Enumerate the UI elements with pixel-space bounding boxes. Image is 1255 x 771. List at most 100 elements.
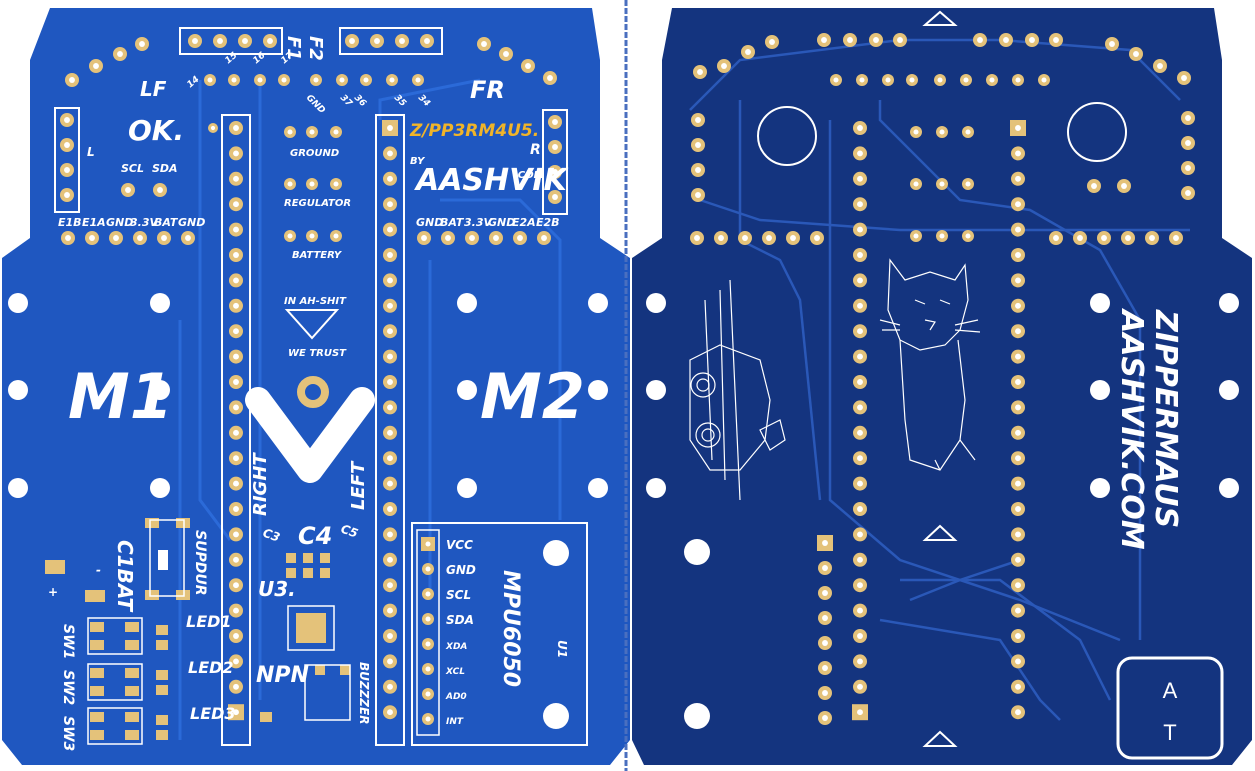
back-header-pad-hole (857, 328, 863, 335)
header-pad-right-hole (233, 506, 239, 512)
back-top-pad-hole (847, 37, 853, 43)
fr-pad-hole (481, 41, 487, 47)
back-header-pad-hole (857, 150, 863, 157)
back-brand-line2: ZIPPERMAUS (1148, 309, 1183, 528)
mpu-pin-label: SCL (446, 588, 471, 602)
back-pads (690, 33, 1195, 725)
bl-pin-label: GND (106, 216, 133, 229)
com-label: .COM (514, 170, 544, 181)
back-l-pad-hole (695, 117, 701, 123)
back-l-pad-hole (695, 167, 701, 173)
back-brand-line1: AASHVIK.COM (1114, 308, 1149, 550)
u3-label: U3. (258, 577, 296, 601)
back-top-pad-hole (1181, 75, 1187, 81)
back-mpu-pad-hole (822, 665, 828, 671)
box-a: A (1163, 678, 1178, 703)
scl-label: SCL (121, 162, 144, 175)
mpu-pad-hole (425, 716, 431, 722)
back-top-pad-hole (1003, 37, 1009, 43)
back-header-pad-hole (1015, 531, 1021, 538)
bl-pad-hole (89, 235, 95, 241)
left-header-label: LEFT (348, 460, 369, 510)
back-top-pad-hole (697, 69, 703, 75)
led-label: LED3 (190, 704, 236, 723)
sw-label: SW2 (60, 670, 76, 705)
sw-label: SW3 (60, 716, 76, 751)
motto-bottom: WE TRUST (288, 348, 347, 359)
back-header-pad-hole (1015, 556, 1021, 563)
back-header-pad-hole (1015, 455, 1021, 462)
back-top-row-pad-hole (885, 77, 891, 83)
back-top-pad-hole (873, 37, 879, 43)
supdur-label: SUPDUR (192, 530, 208, 595)
back-br-pad-hole (1149, 235, 1155, 241)
top-header-pad-hole (242, 38, 248, 44)
back-r-pad-hole (1185, 115, 1191, 121)
back-top-pad-hole (721, 63, 727, 69)
back-top-pad-hole (1053, 37, 1059, 43)
front-right-label: FR (470, 76, 505, 104)
back-mpu-pad-hole (822, 690, 828, 696)
back-header-pad-hole (857, 175, 863, 182)
led-label: LED1 (186, 612, 232, 631)
lf-pad-hole (93, 63, 99, 69)
ground-label: GROUND (290, 148, 339, 159)
back-header-pad-hole (1015, 201, 1021, 208)
back-bl-pad-hole (694, 235, 700, 241)
power-pad-hole (309, 233, 315, 239)
back-top-row-pad-hole (937, 77, 943, 83)
box-t: T (1163, 720, 1176, 745)
back-header-pad-hole (857, 429, 863, 436)
bl-pad-hole (185, 235, 191, 241)
mpu-pad-hole (425, 666, 431, 672)
l-pad-hole (64, 117, 70, 123)
back-header-pad-hole (1015, 175, 1021, 182)
header-pad-right-hole (233, 556, 239, 563)
power-pad-hole (287, 129, 293, 135)
header-pad-right-hole (233, 429, 239, 436)
back-header-pad-hole (1015, 353, 1021, 360)
top-header-pad-hole (424, 38, 430, 44)
header-pad-left-hole (387, 125, 393, 131)
back-header-pad-hole (857, 582, 863, 589)
back-mpu-pad-hole (822, 590, 828, 596)
header-pad-left-hole (387, 175, 393, 182)
header-pad-left-hole (387, 429, 393, 436)
back-board: AASHVIK.COM ZIPPERMAUS A T (632, 8, 1252, 765)
header-pad-left-hole (387, 556, 393, 563)
r-pad-hole (552, 169, 558, 175)
power-pad-hole (333, 233, 339, 239)
br-pad-hole (469, 235, 475, 241)
f2-label: F2 (305, 36, 326, 61)
via-hole (210, 125, 216, 131)
back-header-pad-hole (857, 683, 863, 690)
mpu-pad-hole (425, 591, 431, 597)
top-header-pad-hole (349, 38, 355, 44)
car-sketch (689, 279, 786, 501)
header-pad-left-hole (387, 455, 393, 462)
back-header-pad-hole (1015, 607, 1021, 614)
brand-gold: Z/PP3RM4U5. (409, 121, 539, 141)
header-pad-left-hole (387, 302, 393, 309)
back-header-pad-hole (857, 556, 863, 563)
back-r-pad-hole (1185, 190, 1191, 196)
mpu-pin-label: AD0 (445, 692, 467, 702)
back-header-pad-hole (1015, 633, 1021, 639)
header-pad-right-hole (233, 480, 239, 487)
power-pad-hole (287, 181, 293, 187)
back-header-pad-hole (1015, 125, 1021, 131)
header-pad-right-hole (233, 302, 239, 309)
back-power-pad-hole (965, 181, 971, 187)
header-pad-right-hole (233, 607, 239, 614)
l-pad-hole (64, 142, 70, 148)
top-num-pad-hole (389, 77, 395, 83)
back-header-pad-hole (857, 353, 863, 360)
top-num-pad-hole (281, 77, 287, 83)
top-num-pad-hole (231, 77, 237, 83)
mpu-pin-label: SDA (446, 613, 474, 627)
back-header-pad-hole (1015, 709, 1021, 716)
mpu-pad-hole (425, 566, 431, 572)
